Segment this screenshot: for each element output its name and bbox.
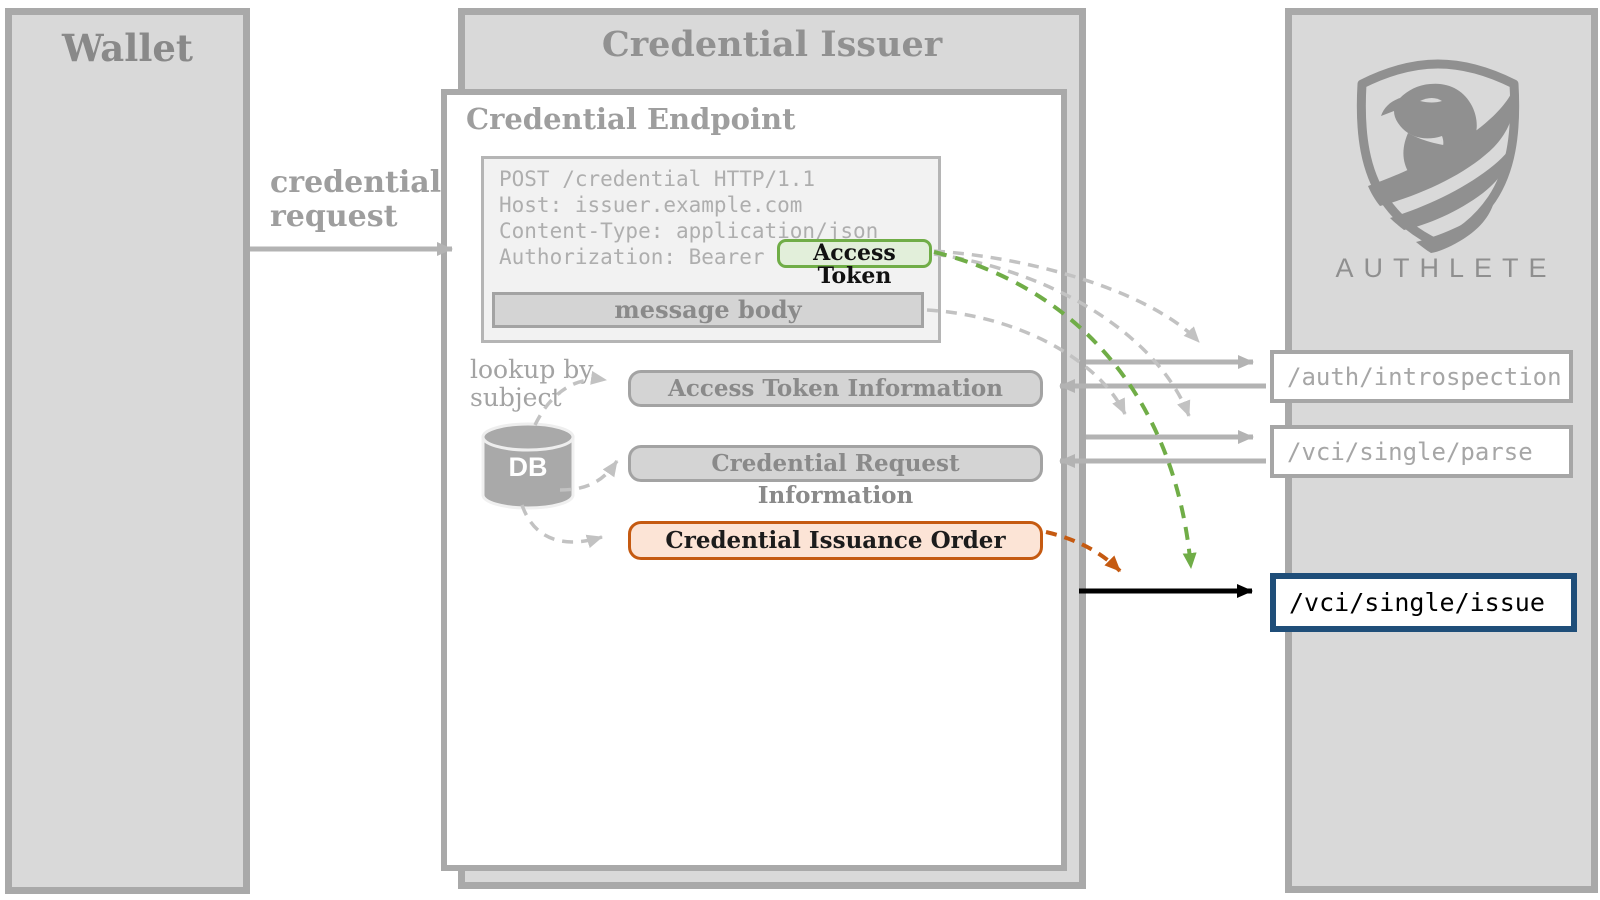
credential-request-information-box: Credential Request Information (628, 445, 1043, 509)
lookup-label-line1: lookup by (470, 355, 594, 384)
credential-issuance-order-box: Credential Issuance Order (628, 521, 1043, 560)
api-box-issue: /vci/single/issue (1270, 573, 1577, 632)
db-label: DB (508, 452, 548, 482)
http-request-line2: Host: issuer.example.com (499, 193, 803, 217)
wallet-box (5, 8, 250, 894)
api-box-introspection: /auth/introspection (1270, 350, 1573, 403)
lookup-label-line2: subject (470, 383, 562, 412)
api-box-parse: /vci/single/parse (1270, 425, 1573, 478)
credential-issuer-title: Credential Issuer (601, 24, 943, 65)
http-request-line1: POST /credential HTTP/1.1 (499, 167, 816, 191)
authlete-wordmark: AUTHLETE (1335, 253, 1557, 283)
access-token-information-box: Access Token Information (628, 370, 1043, 407)
access-token-pill: Access Token (777, 239, 932, 288)
credential-request-label: credential request (270, 166, 441, 234)
credential-request-label-line2: request (270, 199, 398, 234)
lookup-by-subject-label: lookup by subject (470, 356, 593, 412)
wallet-title: Wallet (61, 26, 194, 70)
credential-endpoint-title: Credential Endpoint (466, 102, 796, 136)
credential-request-label-line1: credential (270, 165, 442, 200)
message-body-box: message body (492, 292, 924, 328)
http-request-line4: Authorization: Bearer (499, 245, 765, 269)
